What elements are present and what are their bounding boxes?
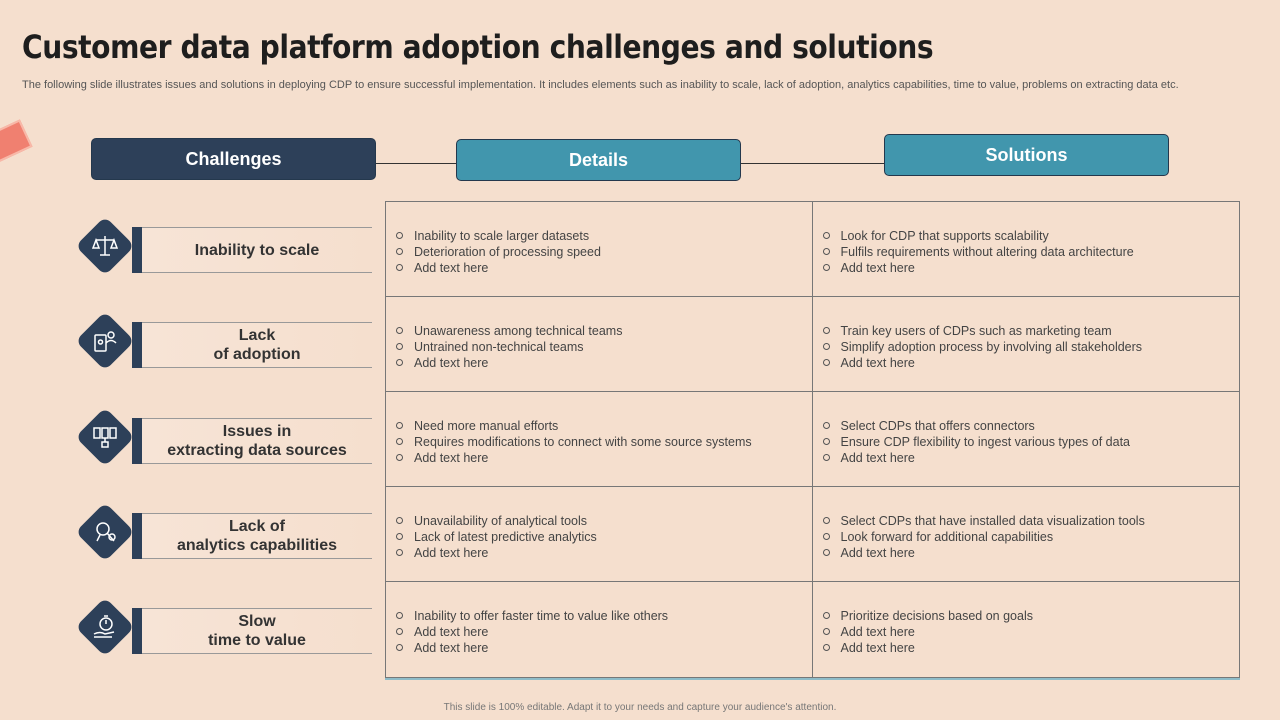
table-bottom-border <box>385 678 1240 680</box>
details-cell: Need more manual efforts Requires modifi… <box>386 392 813 487</box>
list-item: Add text here <box>823 545 1240 561</box>
list-item: Add text here <box>823 450 1240 466</box>
challenge-label: Lack of analytics capabilities <box>142 513 372 559</box>
list-item: Select CDPs that have installed data vis… <box>823 513 1240 529</box>
list-item: Look forward for additional capabilities <box>823 529 1240 545</box>
challenge-label: Issues in extracting data sources <box>142 418 372 464</box>
list-item: Inability to offer faster time to value … <box>396 608 812 624</box>
list-item: Add text here <box>396 624 812 640</box>
challenge-item: Lack of adoption <box>75 311 380 380</box>
challenge-label: Lack of adoption <box>142 322 372 368</box>
solutions-header: Solutions <box>884 134 1169 176</box>
challenge-item: Issues in extracting data sources <box>75 407 380 476</box>
list-item: Prioritize decisions based on goals <box>823 608 1240 624</box>
challenge-label-line2: time to value <box>208 632 306 649</box>
header-connector <box>739 163 884 164</box>
solutions-cell: Look for CDP that supports scalability F… <box>812 202 1240 297</box>
header-connector <box>374 163 456 164</box>
challenge-label-line2: extracting data sources <box>167 442 347 459</box>
list-item: Add text here <box>823 624 1240 640</box>
list-item: Add text here <box>396 260 812 276</box>
list-item: Ensure CDP flexibility to ingest various… <box>823 434 1240 450</box>
decorative-shape <box>0 119 33 163</box>
details-solutions-table: Inability to scale larger datasets Deter… <box>385 201 1240 678</box>
list-item: Simplify adoption process by involving a… <box>823 339 1240 355</box>
challenge-tab <box>132 418 142 464</box>
list-item: Requires modifications to connect with s… <box>396 434 812 450</box>
list-item: Untrained non-technical teams <box>396 339 812 355</box>
challenge-label-line2: of adoption <box>213 346 301 363</box>
challenge-label-line1: Lack of <box>228 518 285 535</box>
list-item: Add text here <box>396 640 812 656</box>
list-item: Add text here <box>396 545 812 561</box>
challenge-tab <box>132 322 142 368</box>
solutions-cell: Select CDPs that offers connectors Ensur… <box>812 392 1240 487</box>
list-item: Add text here <box>823 640 1240 656</box>
list-item: Look for CDP that supports scalability <box>823 228 1240 244</box>
stopwatch-hand-icon <box>89 611 121 643</box>
solutions-cell: Prioritize decisions based on goals Add … <box>813 582 1240 677</box>
details-cell: Unavailability of analytical tools Lack … <box>386 487 813 582</box>
list-item: Lack of latest predictive analytics <box>396 529 812 545</box>
list-item: Add text here <box>396 355 812 371</box>
analytics-head-icon <box>89 516 121 548</box>
list-item: Unawareness among technical teams <box>396 323 812 339</box>
footer-note: This slide is 100% editable. Adapt it to… <box>443 702 837 713</box>
solutions-cell: Train key users of CDPs such as marketin… <box>812 297 1240 392</box>
challenge-tab <box>132 227 142 273</box>
challenge-label: Inability to scale <box>142 227 372 273</box>
challenges-header: Challenges <box>91 138 376 180</box>
challenge-label-line2: analytics capabilities <box>176 537 338 554</box>
list-item: Add text here <box>823 260 1240 276</box>
page-title: Customer data platform adoption challeng… <box>22 28 934 66</box>
challenge-tab <box>132 608 142 654</box>
challenge-label-line1: Issues in <box>222 423 292 440</box>
solutions-cell: Select CDPs that have installed data vis… <box>812 487 1240 582</box>
challenge-tab <box>132 513 142 559</box>
list-item: Select CDPs that offers connectors <box>823 418 1240 434</box>
scale-icon <box>89 230 121 262</box>
database-icon <box>89 421 121 453</box>
challenge-item: Lack of analytics capabilities <box>75 502 380 571</box>
user-device-icon <box>89 325 121 357</box>
list-item: Need more manual efforts <box>396 418 812 434</box>
list-item: Deterioration of processing speed <box>396 244 812 260</box>
list-item: Fulfils requirements without altering da… <box>823 244 1240 260</box>
details-cell: Inability to scale larger datasets Deter… <box>386 202 813 297</box>
challenge-label-line1: Lack <box>238 327 276 344</box>
list-item: Train key users of CDPs such as marketin… <box>823 323 1240 339</box>
challenge-item: Inability to scale <box>75 216 380 285</box>
challenge-label-line1: Inability to scale <box>194 241 320 259</box>
challenge-item: Slow time to value <box>75 597 380 666</box>
list-item: Inability to scale larger datasets <box>396 228 812 244</box>
challenge-label: Slow time to value <box>142 608 372 654</box>
list-item: Add text here <box>396 450 812 466</box>
details-cell: Inability to offer faster time to value … <box>386 582 813 677</box>
page-subtitle: The following slide illustrates issues a… <box>22 79 1179 91</box>
challenge-label-line1: Slow <box>238 613 276 630</box>
list-item: Unavailability of analytical tools <box>396 513 812 529</box>
details-cell: Unawareness among technical teams Untrai… <box>386 297 813 392</box>
list-item: Add text here <box>823 355 1240 371</box>
details-header: Details <box>456 139 741 181</box>
